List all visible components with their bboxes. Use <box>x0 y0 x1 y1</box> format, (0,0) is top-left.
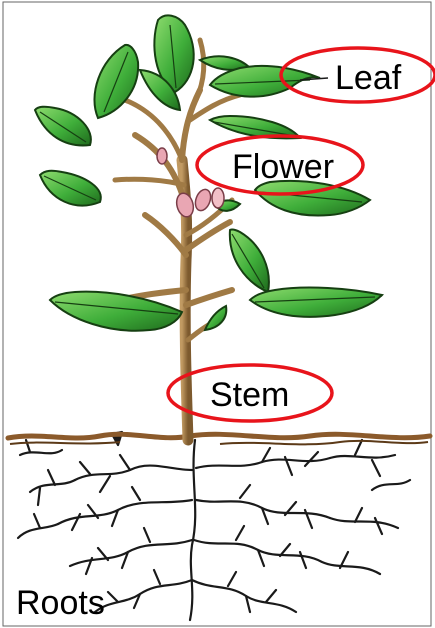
flower-label: Flower <box>232 148 334 186</box>
leaf-label: Leaf <box>335 59 402 97</box>
stem-label: Stem <box>210 376 289 414</box>
roots-label: Roots <box>16 584 105 622</box>
